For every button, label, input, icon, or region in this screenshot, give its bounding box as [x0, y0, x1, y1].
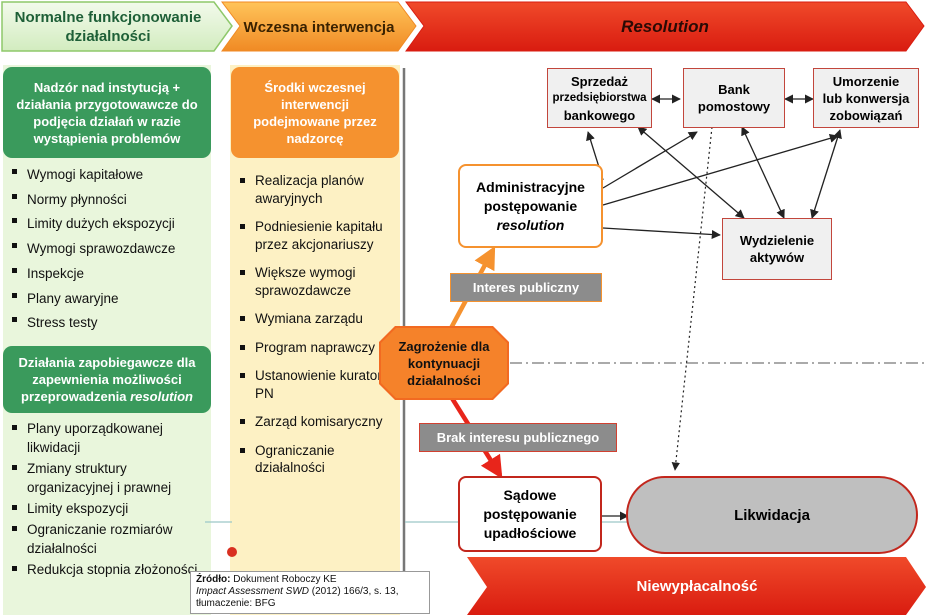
list-item: Podniesienie kapitału przez akcjonariusz… — [231, 218, 399, 253]
list-item: Stress testy — [3, 311, 211, 336]
list-item: Normy płynności — [3, 188, 211, 213]
early-intervention-title: Środki wczesnej interwencji podejmowane … — [231, 67, 399, 158]
list-item: Program naprawczy — [231, 339, 399, 357]
list-item: Ograniczanie rozmiarów działalności — [3, 520, 211, 558]
list-item: Większe wymogi sprawozdawcze — [231, 264, 399, 299]
insolvency-arrow — [467, 557, 926, 615]
list-item: Realizacja planów awaryjnych — [231, 172, 399, 207]
court-insolvency-proceedings: Sądowe postępowanie upadłościowe — [458, 476, 602, 552]
list-item: Ograniczanie działalności — [231, 442, 399, 477]
public-interest-tag: Interes publiczny — [450, 273, 602, 302]
tool-asset-separation: Wydzielenie aktywów — [722, 218, 832, 280]
threat-to-continuity: Zagrożenie dla kontynuacji działalności — [381, 328, 507, 398]
tool-bail-in: Umorzenie lub konwersja zobowiązań — [813, 68, 919, 128]
no-public-interest-tag: Brak interesu publicznego — [419, 423, 617, 452]
liquidation: Likwidacja — [626, 476, 918, 554]
list-item: Ustanowienie kuratora PN — [231, 367, 399, 402]
list-item: Inspekcje — [3, 262, 211, 287]
list-item: Zarząd komisaryczny — [231, 413, 399, 431]
list-item: Limity dużych ekspozycji — [3, 212, 211, 237]
stage2-chevron — [221, 1, 417, 52]
list-item: Wymogi kapitałowe — [3, 163, 211, 188]
stage3-label: Resolution — [621, 17, 709, 36]
insolvency-label: Niewypłacalność — [636, 577, 758, 595]
tool-bridge-bank: Bank pomostowy — [683, 68, 785, 128]
list-item: Redukcja stopnia złożoności — [3, 560, 211, 579]
list-item: Wymogi sprawozdawcze — [3, 237, 211, 262]
list-item: Limity ekspozycji — [3, 499, 211, 518]
supervision-title: Nadzór nad instytucją + działania przygo… — [3, 67, 211, 158]
preventive-title: Działania zapobiegawcze dla zapewnienia … — [3, 346, 211, 413]
list-item: Wymiana zarządu — [231, 310, 399, 328]
list-item: Plany uporządkowanej likwidacji — [3, 419, 211, 457]
stage1-label: Normalne funkcjonowanie działalności — [14, 9, 202, 45]
stage3-chevron — [405, 1, 925, 52]
stage1-chevron — [1, 1, 233, 52]
stage2-label: Wczesna interwencja — [243, 18, 395, 36]
list-item: Zmiany struktury organizacyjnej i prawne… — [3, 459, 211, 497]
source-note: Źródło: Dokument Roboczy KE Impact Asses… — [190, 571, 430, 614]
list-item: Plany awaryjne — [3, 287, 211, 312]
administrative-resolution: Administracyjne postępowanie resolution — [458, 164, 603, 248]
tool-sale-of-business: Sprzedaż przedsiębiorstwa bankowego — [547, 68, 652, 128]
